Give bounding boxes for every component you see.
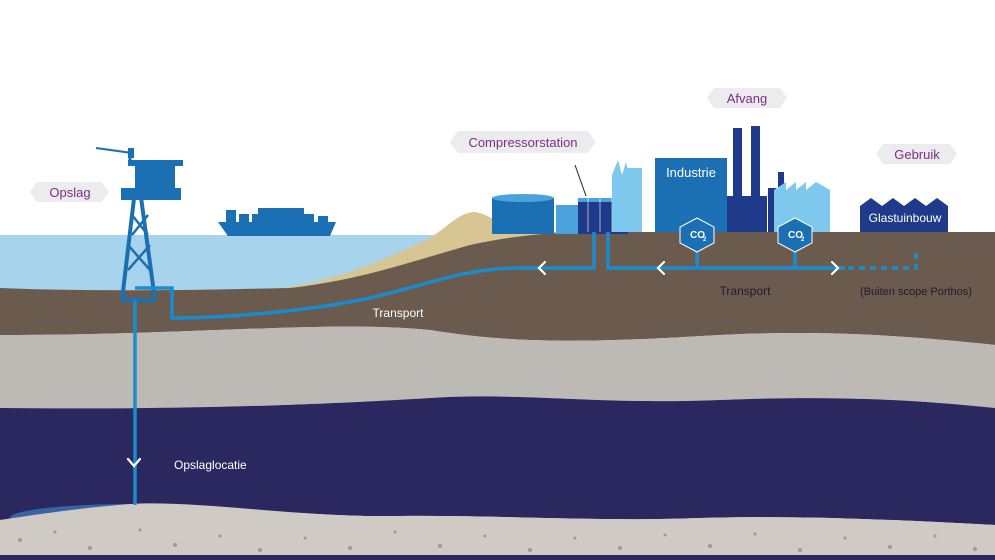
co2-subscript-a: 2 bbox=[703, 237, 707, 243]
opslaglocatie-label: Opslaglocatie bbox=[174, 458, 247, 472]
offshore-platform bbox=[95, 147, 183, 302]
bottom-edge bbox=[0, 555, 995, 560]
out-of-scope-label: (Buiten scope Porthos) bbox=[860, 286, 972, 298]
tag-compressorstation-text: Compressorstation bbox=[468, 135, 577, 150]
industry-cluster bbox=[612, 126, 830, 232]
flow-arrow-icon bbox=[537, 260, 840, 276]
compressor-leader-line bbox=[574, 164, 587, 197]
co2-marker-icon: CO 2 bbox=[777, 217, 813, 253]
tag-gebruik-text: Gebruik bbox=[894, 147, 940, 162]
co2-subscript-b: 2 bbox=[801, 237, 805, 243]
glastuinbouw-label: Glastuinbouw bbox=[869, 211, 942, 225]
gravel-dots bbox=[18, 528, 977, 552]
cargo-ship bbox=[218, 208, 336, 236]
co2-marker-icon: CO 2 bbox=[679, 217, 715, 253]
deep-layer bbox=[0, 396, 995, 525]
down-arrow-icon bbox=[126, 457, 142, 468]
tag-afvang-text: Afvang bbox=[727, 91, 767, 106]
tag-opslag-text: Opslag bbox=[49, 185, 90, 200]
soil-layer bbox=[0, 232, 995, 345]
transport-land-label: Transport bbox=[720, 284, 772, 298]
industrie-label: Industrie bbox=[666, 165, 716, 180]
grey-layer bbox=[0, 326, 995, 409]
gravel-layer bbox=[0, 503, 995, 560]
tag-opslag: Opslag bbox=[30, 182, 109, 202]
greenhouse bbox=[860, 198, 948, 232]
out-of-scope-pipeline bbox=[848, 248, 918, 270]
pipeline bbox=[133, 232, 845, 505]
co2-label-a: CO bbox=[690, 230, 705, 241]
co2-label-b: CO bbox=[788, 230, 803, 241]
tag-afvang: Afvang bbox=[707, 88, 787, 108]
transport-sea-label: Transport bbox=[373, 306, 425, 320]
tag-compressorstation: Compressorstation bbox=[450, 131, 596, 153]
tag-gebruik: Gebruik bbox=[876, 144, 957, 164]
